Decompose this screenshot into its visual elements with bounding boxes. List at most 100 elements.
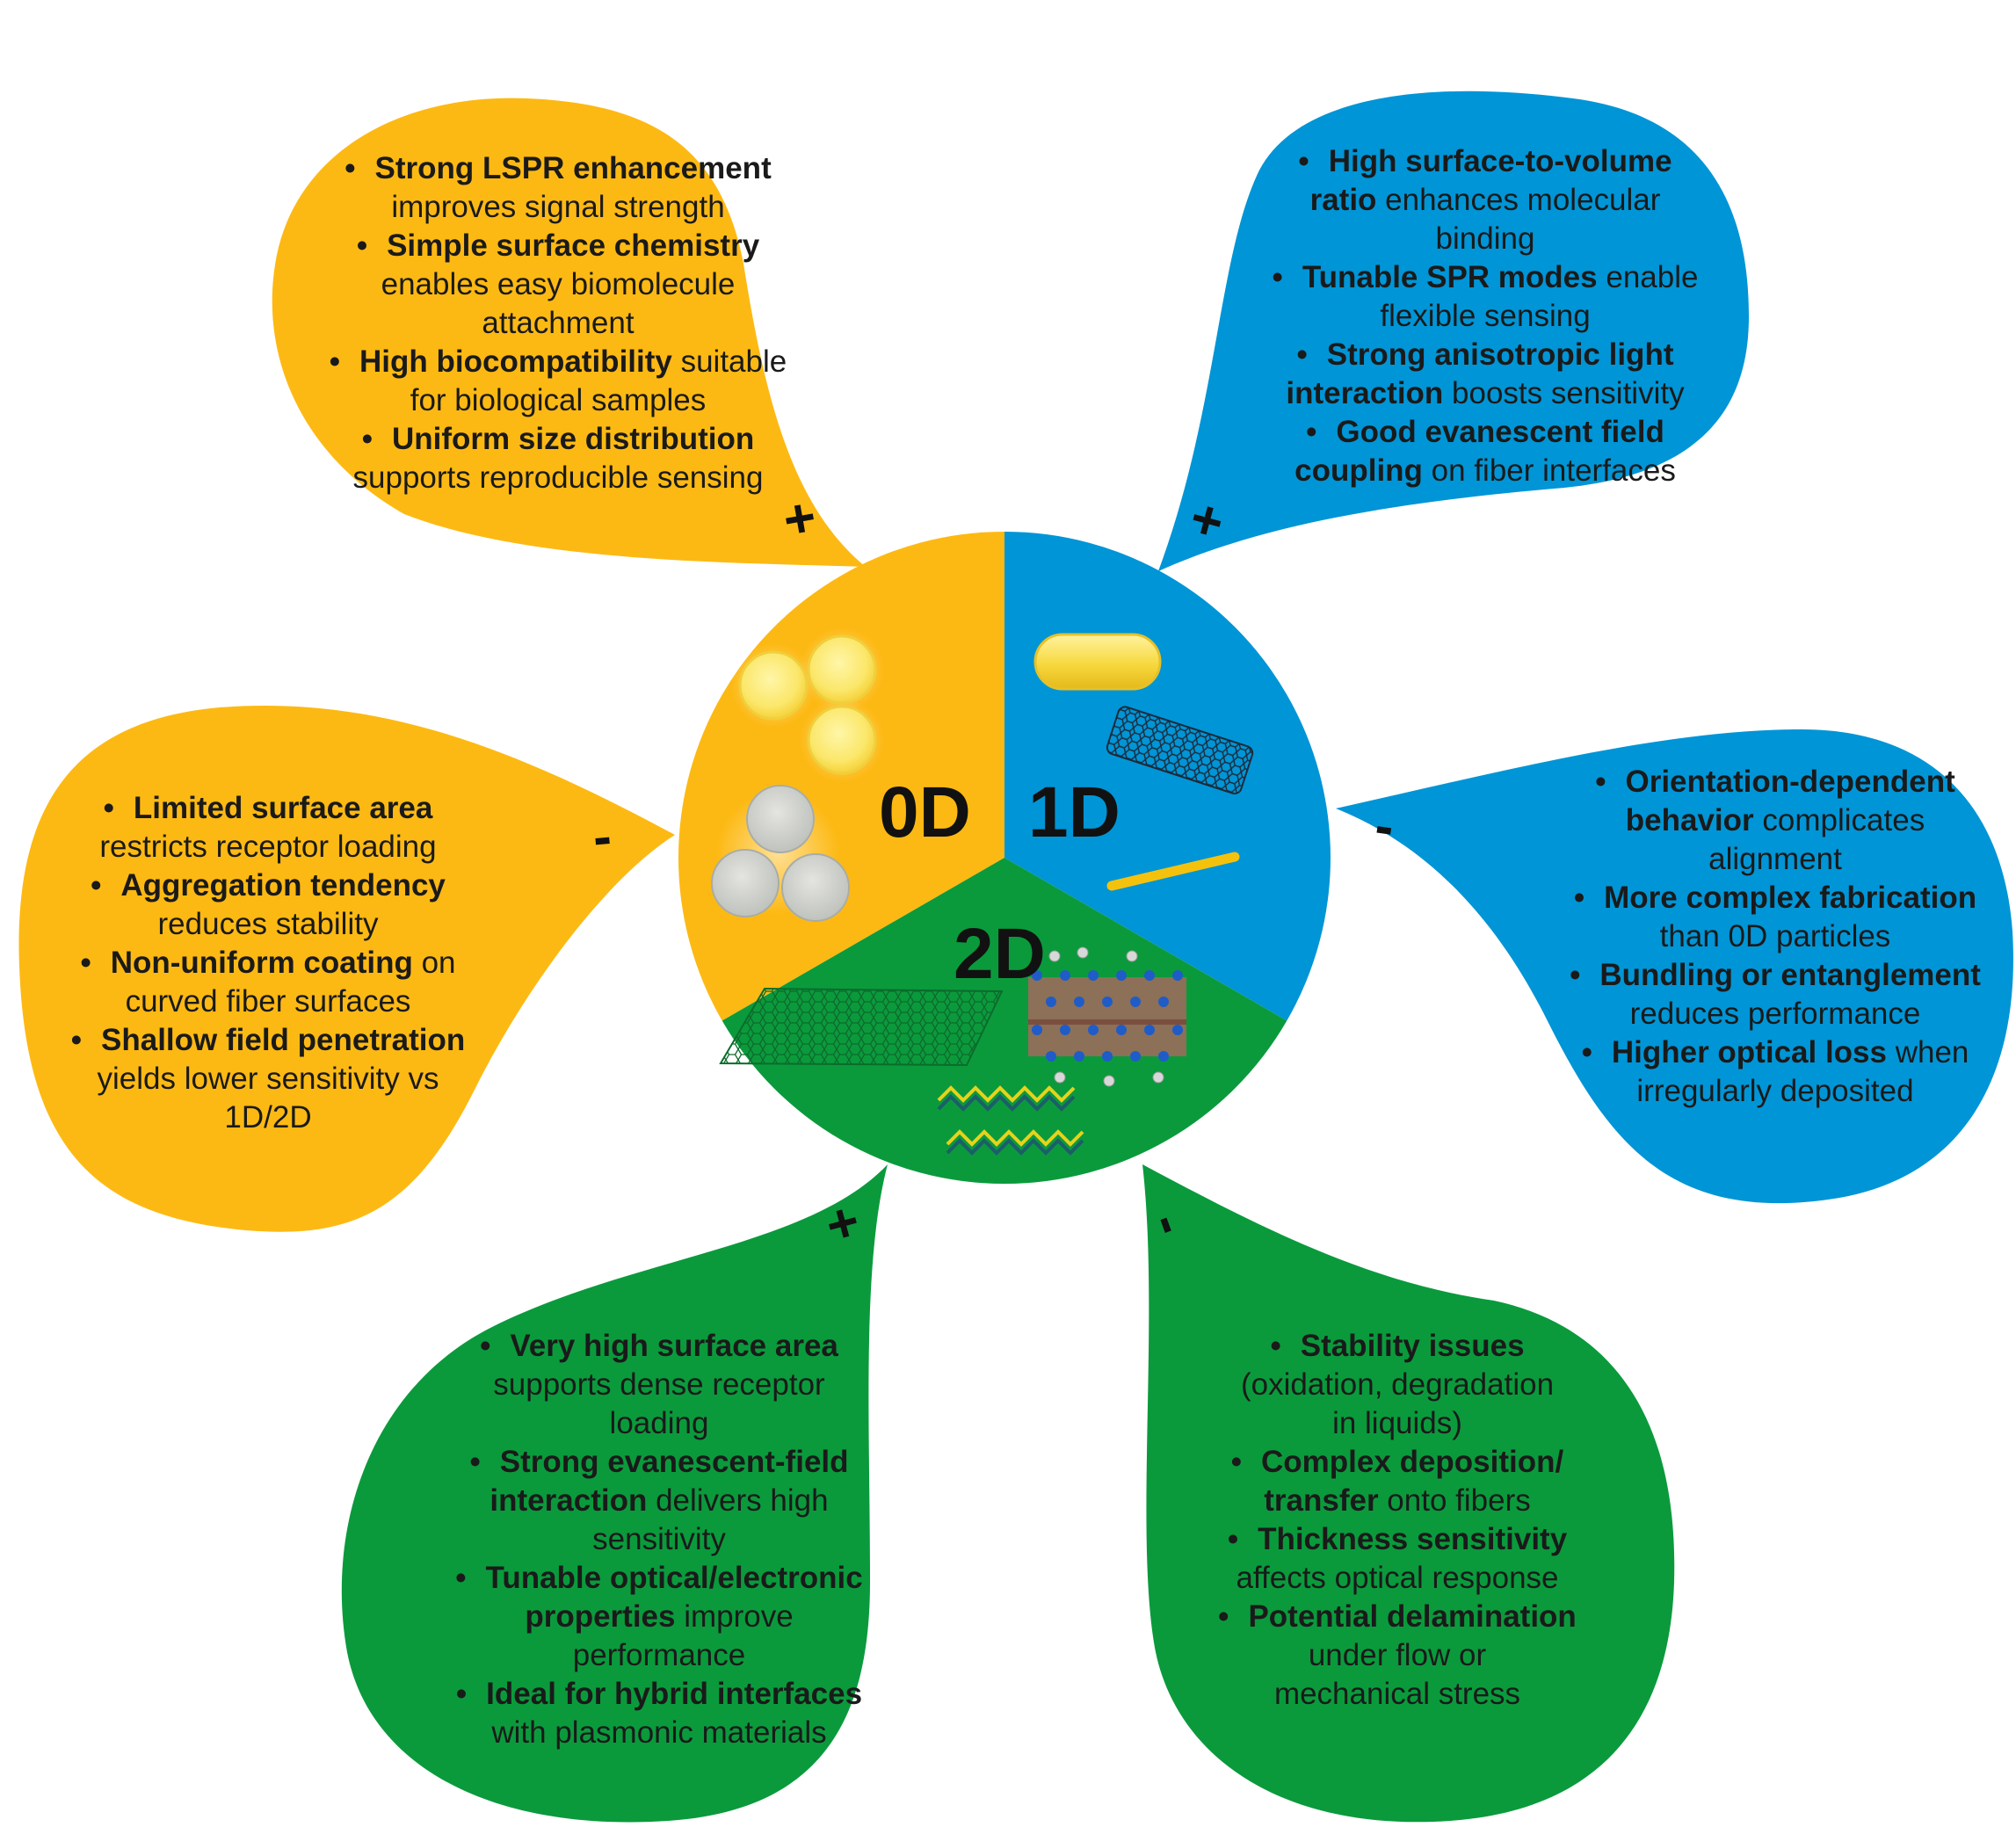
bullet-line: coupling on fiber interfaces [1239,452,1731,490]
bullet-line: •Tunable optical/electronic [431,1559,888,1598]
petal-1d-cons [1336,729,2013,1204]
bullet-line: attachment [299,304,817,343]
bullet-bold-text: Very high surface area [510,1329,838,1363]
petal-1d-pros [1158,91,1749,571]
bullet-bold-text: More complex fabrication [1604,881,1977,915]
petal-0d-pros [272,98,866,568]
bullet-text: flexible sensing [1380,299,1591,333]
bullet-line: reduces stability [40,905,497,944]
bullet-line: • Strong anisotropic light [1239,336,1731,374]
bullet-text: reduces stability [157,907,379,941]
bullet-bold-text: Bundling or entanglement [1599,958,1981,992]
bullet-text: when [1886,1035,1969,1069]
bullet-text: binding [1435,221,1535,256]
bullet-text: for biological samples [410,383,707,417]
bullet-dot: • [1573,881,1585,915]
bullet-text: supports dense receptor [493,1367,825,1402]
bullet-dot: • [1296,337,1308,372]
bullet-dot: • [70,1023,83,1057]
bullet-bold-text: Tunable optical/electronic [485,1561,863,1595]
petal-2d-cons [1142,1164,1675,1823]
bullet-bold-text: Limited surface area [133,791,433,825]
bullet-dot: • [1218,1599,1229,1634]
bullet-bold-text: ratio [1309,183,1377,217]
bullet-line: alignment [1534,840,2016,879]
graphene-sheet [719,987,1004,1067]
label-2d: 2D [954,914,1046,994]
bullet-line: •Strong evanescent-field [431,1443,888,1482]
bullet-line: • Higher optical loss when [1534,1033,2016,1072]
bullet-line: behavior complicates [1534,801,2016,840]
bullet-line: •Uniform size distribution [299,420,817,459]
bullet-dot: • [1570,958,1581,992]
bullet-text: affects optical response [1236,1561,1559,1595]
bullet-text: onto fibers [1378,1483,1531,1518]
bullet-text: irregularly deposited [1636,1074,1914,1108]
bullet-bold-text: Orientation-dependent [1625,765,1955,799]
bullet-dot: • [361,422,373,456]
bullet-bold-text: Tunable SPR modes [1302,260,1598,294]
bullet-bold-text: High biocompatibility [359,344,672,379]
silver-nanoparticles [711,785,850,922]
bullet-dot: • [344,151,356,185]
gold-nanoparticles [731,627,884,782]
bullet-item: • High biocompatibility suitable for biolo… [299,343,817,420]
bullet-line: •Limited surface area [40,789,497,828]
bullet-line: •Ideal for hybrid interfaces [431,1675,888,1714]
bullet-line: •Simple surface chemistry [299,227,817,265]
bullet-bold-text: Potential delamination [1248,1599,1577,1634]
bullet-bold-text: Higher optical loss [1611,1035,1887,1069]
bullet-line: • Shallow field penetration [40,1021,497,1060]
bullet-line: for biological samples [299,381,817,420]
bullet-text: suitable [671,344,787,379]
bullet-bold-text: Ideal for hybrid interfaces [486,1677,863,1711]
nanowire [1106,852,1240,891]
bullet-line: improves signal strength [299,188,817,227]
bullet-line: sensitivity [431,1520,888,1559]
bullet-line: reduces performance [1534,995,2016,1033]
bullet-line: •Non-uniform coating on [40,944,497,982]
bullet-line: irregularly deposited [1534,1072,2016,1111]
bullet-text: improve [675,1599,794,1634]
bullet-text: boosts sensitivity [1443,376,1685,410]
bullet-text: than 0D particles [1659,919,1891,953]
bullet-bold-text: behavior [1625,803,1754,837]
bullet-dot: • [329,344,341,379]
bullet-bold-text: coupling [1294,453,1423,488]
bullet-line: interaction boosts sensitivity [1239,374,1731,413]
carbon-nanotube [1106,706,1254,794]
bullet-line: affects optical response [1186,1559,1608,1598]
bullet-dot: • [80,946,91,980]
bullet-text: (oxidation, degradation [1240,1367,1555,1402]
mxene-crystal [1028,946,1186,1087]
bullet-bold-text: Shallow field penetration [101,1023,466,1057]
petal-0d-cons [18,705,676,1232]
bullet-line: supports reproducible sensing [299,459,817,497]
bullet-text: restricts receptor loading [99,830,437,864]
bullet-text: under flow or [1308,1638,1487,1672]
bullet-text: curved fiber surfaces [125,984,411,1019]
bullet-text: complicates [1753,803,1925,837]
bullet-bold-text: Non-uniform coating [110,946,413,980]
bullet-line: properties improve [431,1598,888,1636]
bullet-dot: • [1581,1035,1592,1069]
bullet-line: under flow or [1186,1636,1608,1675]
bullet-bold-text: Strong anisotropic light [1326,337,1674,372]
